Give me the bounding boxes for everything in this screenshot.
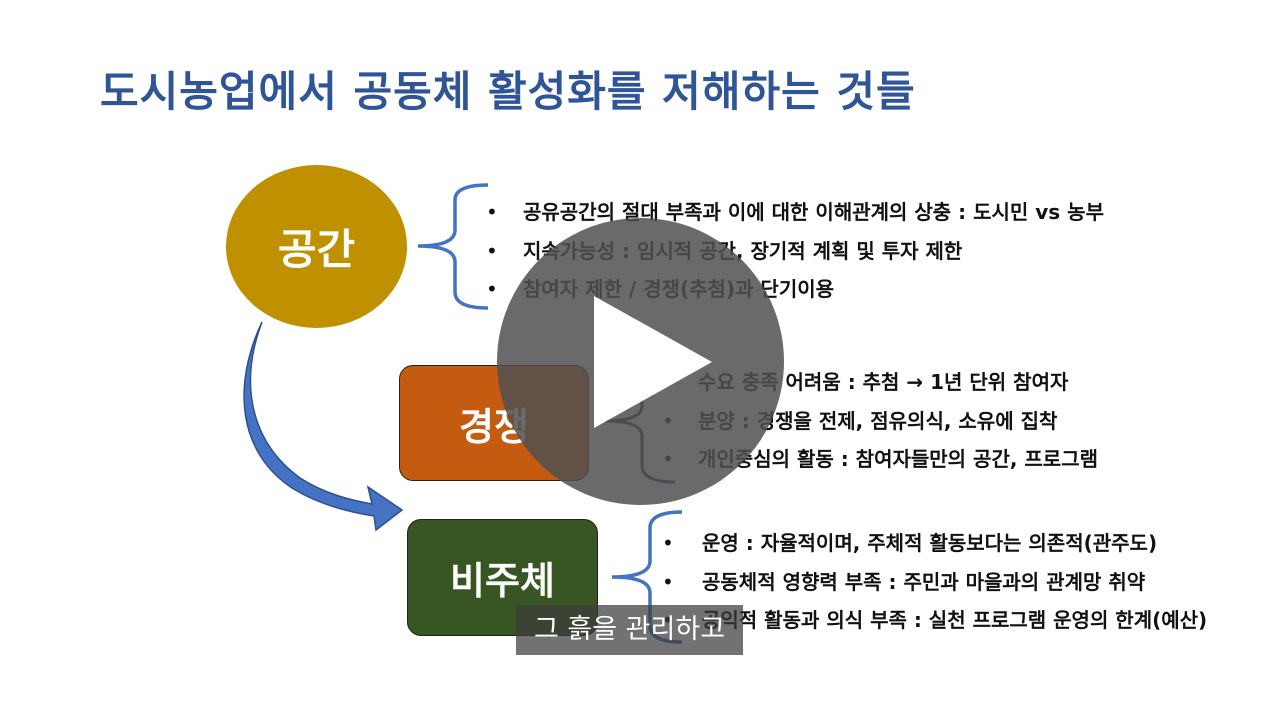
list-item: •공동체적 영향력 부족 : 주민과 마을과의 관계망 취약 (662, 563, 1207, 602)
bullet: • (486, 238, 498, 263)
play-button[interactable] (497, 218, 784, 505)
node-space-label: 공간 (277, 225, 356, 274)
node-non-subject-label: 비주체 (450, 559, 555, 603)
brace-space (417, 183, 489, 310)
bullet: • (486, 200, 498, 224)
slide-title: 도시농업에서 공동체 활성화를 저해하는 것들 (100, 67, 916, 116)
bullet: • (486, 277, 498, 301)
list-item: •운영 : 자율적이며, 주체적 활동보다는 의존적(관주도) (662, 524, 1207, 563)
non-subject-list: •운영 : 자율적이며, 주체적 활동보다는 의존적(관주도) •공동체적 영향… (662, 524, 1207, 640)
list-item: •공유공간의 절대 부족과 이에 대한 이해관계의 상충 : 도시민 vs 농부 (486, 193, 1104, 232)
play-icon (594, 296, 712, 428)
bullet: • (662, 569, 674, 594)
subtitle-caption: 그 흙을 관리하고 (516, 605, 744, 655)
list-item: •공익적 활동과 의식 부족 : 실천 프로그램 운영의 한계(예산) (662, 601, 1207, 640)
curved-arrow (243, 321, 404, 532)
bullet: • (662, 531, 674, 555)
node-space: 공간 (226, 165, 407, 328)
